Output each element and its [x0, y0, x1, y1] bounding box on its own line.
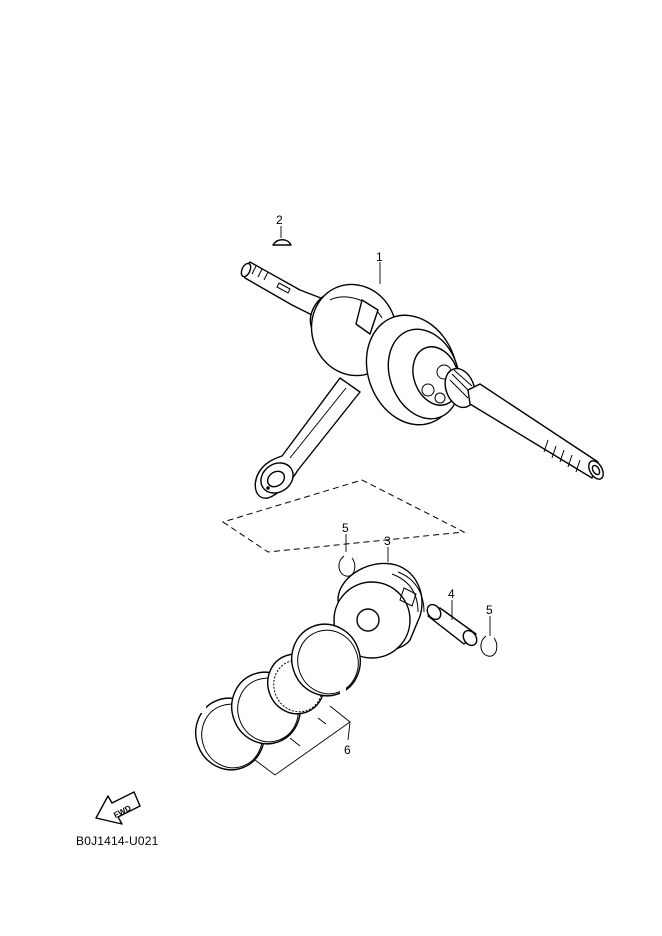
circlip-left	[338, 555, 356, 577]
forward-arrow-icon: FWD	[95, 791, 141, 825]
callout-4: 4	[448, 587, 455, 601]
woodruff-key	[272, 239, 292, 246]
ring-bracket	[254, 705, 351, 776]
callout-3: 3	[384, 534, 391, 548]
callout-6: 6	[344, 743, 351, 757]
crankshaft-assembly	[240, 261, 604, 499]
circlip-right	[480, 635, 498, 657]
callout-5-left: 5	[342, 521, 349, 535]
diagram-code: B0J1414-U021	[76, 834, 159, 848]
piston	[333, 562, 425, 659]
piston-ring-set	[195, 623, 361, 771]
callout-1: 1	[376, 250, 383, 264]
alignment-lines	[221, 479, 466, 553]
callout-2: 2	[276, 213, 283, 227]
piston-pin	[426, 603, 478, 647]
callout-5-right: 5	[486, 603, 493, 617]
